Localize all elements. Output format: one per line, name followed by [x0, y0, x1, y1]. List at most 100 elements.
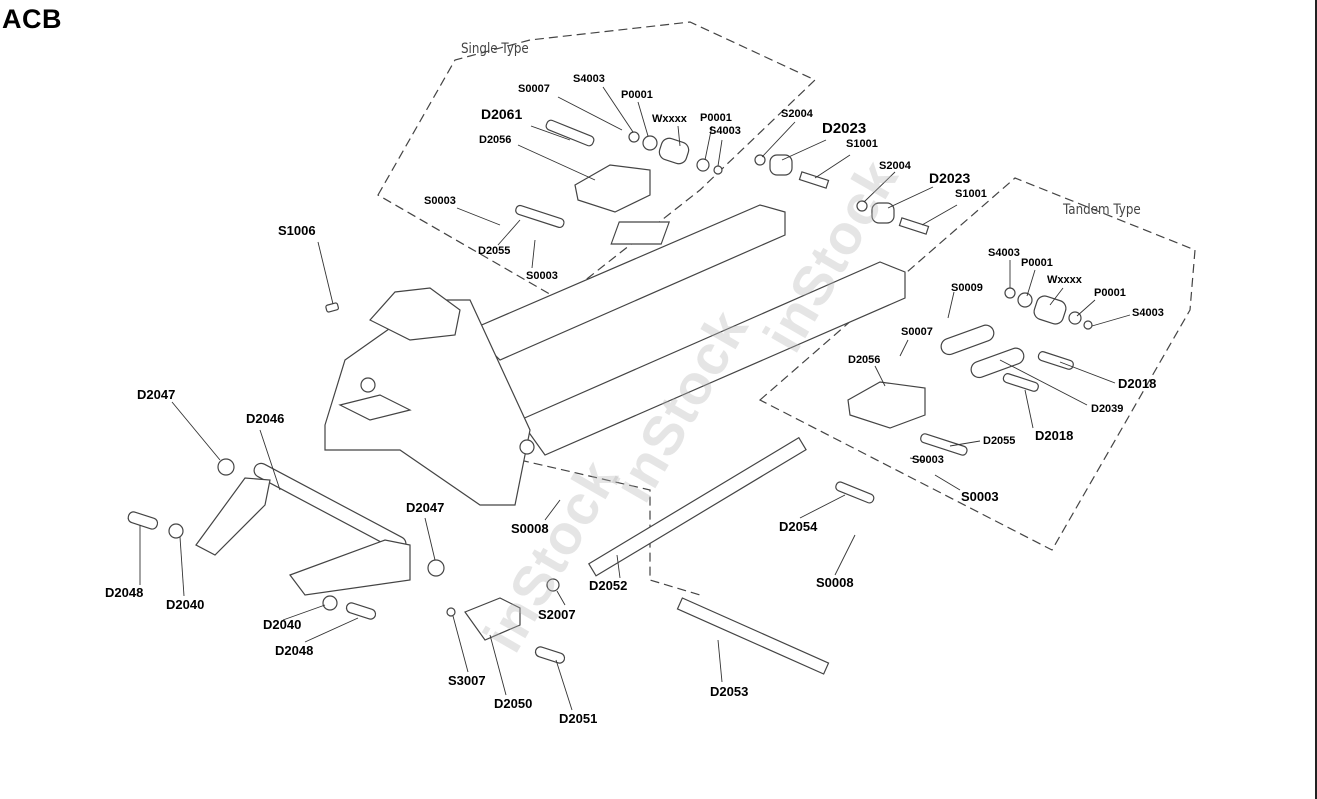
leader-line	[282, 604, 326, 621]
bracket-d2056	[574, 164, 651, 213]
leader-line	[1059, 361, 1116, 384]
part-label: D2040	[166, 597, 205, 612]
part-label: S1006	[278, 223, 316, 238]
leader-line	[934, 474, 961, 491]
leader-line	[761, 121, 796, 158]
leader-line	[717, 639, 723, 683]
part-label: D2055	[478, 245, 511, 257]
part-label: S0008	[511, 521, 549, 536]
part-label: D2023	[929, 170, 971, 186]
chassis-top	[369, 287, 461, 341]
roller-d2023	[769, 154, 793, 176]
leader-line	[949, 440, 981, 447]
part-label: D2046	[246, 411, 285, 426]
ring-s3007	[446, 607, 456, 617]
part-label: S4003	[1132, 307, 1164, 319]
part-label: S4003	[988, 247, 1020, 259]
part-label: S0003	[912, 454, 944, 466]
pushrod-d2052	[587, 436, 807, 577]
leader-line	[489, 634, 507, 696]
washer	[628, 131, 640, 143]
part-label: S2007	[538, 607, 576, 622]
leader-line	[1091, 314, 1131, 327]
leader-line	[899, 339, 909, 357]
nut-s2004	[754, 154, 766, 166]
leader-line	[602, 86, 634, 133]
leader-line	[557, 96, 623, 131]
leader-line	[814, 154, 851, 179]
part-label: P0001	[700, 112, 732, 124]
chassis-body	[324, 299, 531, 506]
part-label: D2061	[481, 106, 523, 122]
part-label: D2053	[710, 684, 749, 699]
part-label: S0007	[901, 326, 933, 338]
wheel	[1033, 295, 1067, 325]
part-label: D2054	[779, 519, 818, 534]
part-label: D2056	[848, 354, 881, 366]
tandem-type-boundary	[758, 177, 1196, 551]
part-label: S0009	[951, 282, 983, 294]
leader-line	[717, 139, 723, 167]
part-label: D2056	[479, 134, 512, 146]
bushing-d2040	[168, 523, 184, 539]
link-plate	[940, 324, 995, 356]
part-label: S0008	[816, 575, 854, 590]
pin-d2054	[835, 481, 875, 504]
part-label: S0003	[961, 489, 999, 504]
leader-line	[556, 590, 566, 606]
chassis-pin-hole	[519, 439, 535, 455]
part-label: D2018	[1118, 376, 1157, 391]
leader-line	[171, 401, 221, 461]
nut-s2007	[546, 578, 560, 592]
leader-line	[1026, 269, 1036, 297]
part-label: S3007	[448, 673, 486, 688]
part-label: D2023	[822, 120, 867, 137]
leader-line	[616, 554, 621, 579]
leader-line	[781, 139, 827, 161]
pin-d2055	[920, 433, 968, 456]
leader-line	[834, 534, 856, 576]
leader-line	[452, 615, 469, 673]
leader-line	[799, 494, 846, 519]
part-label: S4003	[573, 73, 605, 85]
leader-line	[531, 239, 536, 269]
washer	[1004, 287, 1016, 299]
part-label: D2047	[137, 387, 176, 402]
part-label: S2004	[781, 108, 813, 120]
clevis-d2050	[464, 597, 521, 641]
part-label: P0001	[1094, 287, 1126, 299]
axle-d2018	[1037, 351, 1074, 370]
lever-arm-right	[289, 539, 411, 596]
leader-line	[530, 125, 571, 141]
chassis-pin-hole	[360, 377, 376, 393]
single-type-boundary	[377, 21, 817, 301]
leader-line	[317, 241, 334, 305]
single-type-title: Single Type	[461, 41, 529, 57]
leader-line	[517, 144, 596, 181]
bracket-d2056	[847, 381, 926, 429]
leader-line	[677, 125, 681, 147]
part-label: S0003	[526, 270, 558, 282]
wheel	[658, 137, 690, 165]
part-label: D2052	[589, 578, 628, 593]
fork-right	[519, 261, 906, 456]
screw-s1006	[325, 302, 339, 313]
bolt-s1001	[898, 217, 930, 235]
lever-arm-left	[195, 477, 271, 556]
part-label: Wxxxx	[652, 113, 687, 125]
part-label: D2040	[263, 617, 302, 632]
leader-line	[1049, 287, 1064, 306]
bushing	[1017, 292, 1033, 308]
pin-d2051	[534, 646, 566, 664]
part-label: S1001	[955, 188, 987, 200]
part-label: S0007	[518, 83, 550, 95]
bushing-d2047	[217, 458, 235, 476]
part-label: D2055	[983, 435, 1016, 447]
leader-line	[637, 101, 649, 137]
fork-left-window	[610, 221, 671, 245]
pallet-truck-frame	[324, 204, 906, 506]
bushing	[642, 135, 658, 151]
part-label: D2048	[275, 643, 314, 658]
nut-s2004	[856, 200, 868, 212]
axle-d2018	[1002, 373, 1039, 392]
